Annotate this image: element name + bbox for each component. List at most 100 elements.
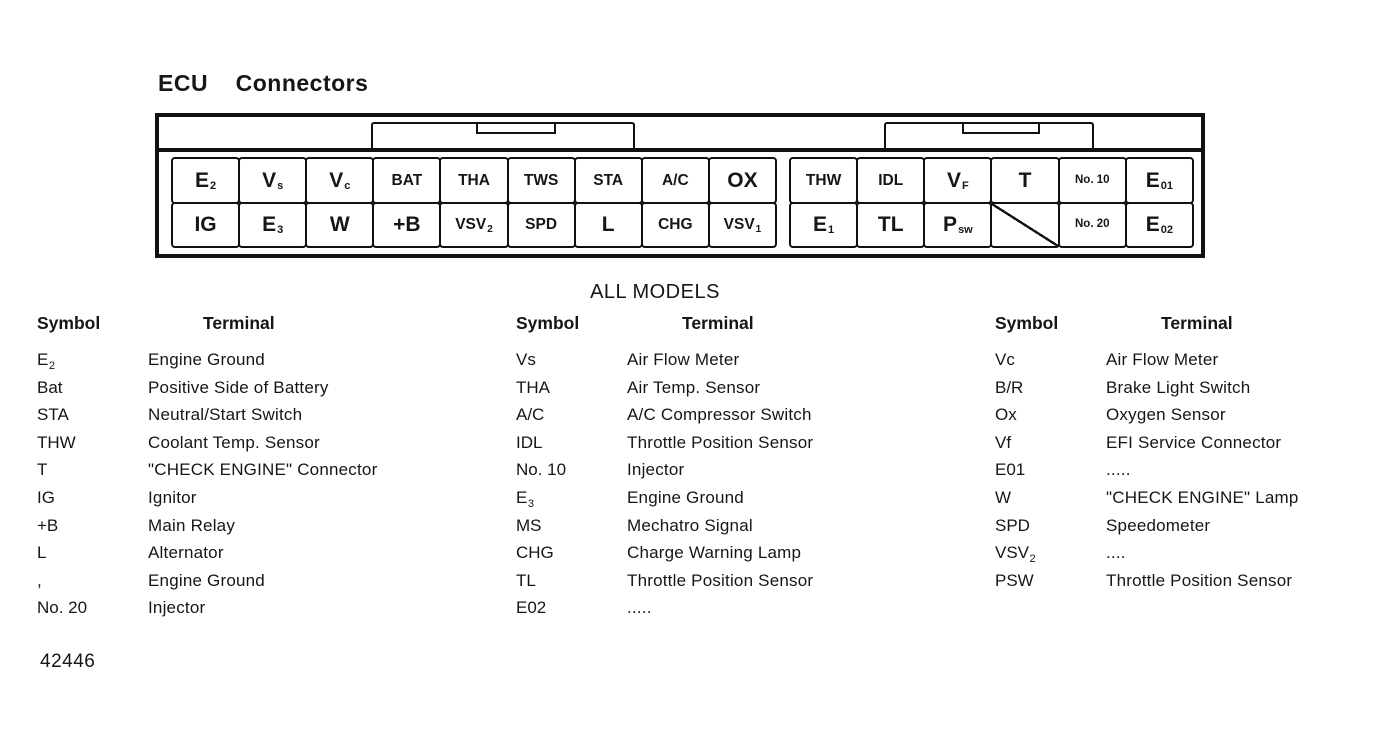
legend-row: W"CHECK ENGINE" Lamp [995, 484, 1299, 512]
legend-terminal: Coolant Temp. Sensor [148, 432, 320, 452]
terminal-label: IDL [878, 171, 904, 189]
terminal-label-subscript: 02 [1160, 224, 1174, 237]
terminal-column-header: Terminal [1161, 313, 1233, 333]
legend-symbol: No. 10 [516, 460, 567, 480]
legend-terminal: EFI Service Connector [1106, 432, 1282, 452]
legend-header-row: Symbol Terminal [37, 313, 377, 346]
symbol-column-header: Symbol [516, 313, 580, 333]
legend-terminal: Throttle Position Sensor [1106, 570, 1293, 590]
connector-mount-tab-right [884, 121, 1094, 148]
legend-terminal: Speedometer [1106, 515, 1211, 535]
terminal-label: A/C [661, 171, 689, 189]
terminal-cell: W [305, 201, 375, 248]
legend-symbol: CHG [516, 543, 554, 563]
terminal-label: E [1145, 168, 1160, 192]
legend-row: No. 10 Injector [516, 456, 813, 484]
terminal-label-subscript: 1 [828, 224, 835, 237]
terminal-cell: No. 20 [1057, 201, 1127, 248]
terminal-column-header: Terminal [203, 313, 275, 333]
terminal-label: V [329, 168, 344, 192]
terminal-cell: L [573, 201, 643, 248]
legend-symbol: STA [37, 405, 69, 425]
legend-symbol: VSV2 [995, 543, 1036, 566]
terminal-label: STA [593, 171, 624, 189]
terminal-cell: TWS [506, 157, 576, 204]
legend-terminal: Throttle Position Sensor [627, 570, 814, 590]
legend-symbol: THW [37, 432, 76, 452]
terminal-label-subscript: 2 [487, 223, 493, 235]
terminal-column-header: Terminal [682, 313, 754, 333]
terminal-cell: STA [573, 157, 643, 204]
legend-row: E2 Engine Ground [37, 346, 377, 374]
legend-terminal: Brake Light Switch [1106, 377, 1251, 397]
legend-terminal: "CHECK ENGINE" Connector [148, 460, 378, 480]
legend-row: SPD Speedometer [995, 512, 1299, 540]
terminal-cell: BAT [372, 157, 442, 204]
legend-symbol: MS [516, 515, 542, 535]
terminal-cell: A/C [640, 157, 710, 204]
legend-symbol: , [37, 570, 42, 590]
terminal-label: TL [877, 213, 904, 237]
terminal-label-subscript: sw [958, 224, 973, 237]
terminal-cell: SPD [506, 201, 576, 248]
legend-row: E01..... [995, 456, 1299, 484]
legend-terminal: ..... [1106, 460, 1131, 480]
legend-symbol: TL [516, 570, 536, 590]
terminal-label: BAT [391, 171, 423, 189]
terminal-label: W [329, 213, 350, 237]
terminal-label-subscript: 01 [1160, 179, 1174, 192]
terminal-label: T [1018, 168, 1032, 192]
legend-terminal: Injector [627, 460, 685, 480]
legend-terminal: Air Temp. Sensor [627, 377, 761, 397]
legend-symbol: Vf [995, 432, 1012, 452]
legend-terminal: "CHECK ENGINE" Lamp [1106, 487, 1299, 507]
terminal-label: THW [805, 171, 842, 189]
legend-row: ,Engine Ground [37, 567, 377, 595]
legend-header-row: Symbol Terminal [516, 313, 813, 346]
terminal-label-subscript: F [962, 179, 969, 192]
legend-symbol: SPD [995, 515, 1030, 535]
terminal-label: THA [458, 171, 490, 189]
terminal-label-subscript: 3 [277, 224, 284, 237]
legend-symbol: Ox [995, 405, 1017, 425]
terminal-cell: IG [171, 201, 241, 248]
terminal-label: VSV [455, 216, 487, 233]
terminal-label: CHG [658, 216, 693, 233]
figure-number: 42446 [40, 651, 96, 672]
symbol-column-header: Symbol [37, 313, 101, 333]
legend-row: VSV2.... [995, 539, 1299, 567]
terminal-cell: T [990, 157, 1060, 204]
legend-symbol: IDL [516, 432, 543, 452]
legend-symbol: No. 20 [37, 598, 88, 618]
page-title: ECU Connectors [158, 70, 369, 96]
legend-symbol-subscript: 2 [1029, 553, 1036, 566]
terminal-label: E [813, 213, 828, 237]
legend-terminal: .... [1106, 543, 1126, 563]
legend-symbol: E2 [37, 350, 55, 372]
terminal-label: L [601, 213, 615, 237]
legend-symbol: THA [516, 377, 550, 397]
terminal-label: P [943, 213, 958, 237]
legend-terminal: Engine Ground [148, 350, 265, 369]
terminal-cell: THA [439, 157, 509, 204]
